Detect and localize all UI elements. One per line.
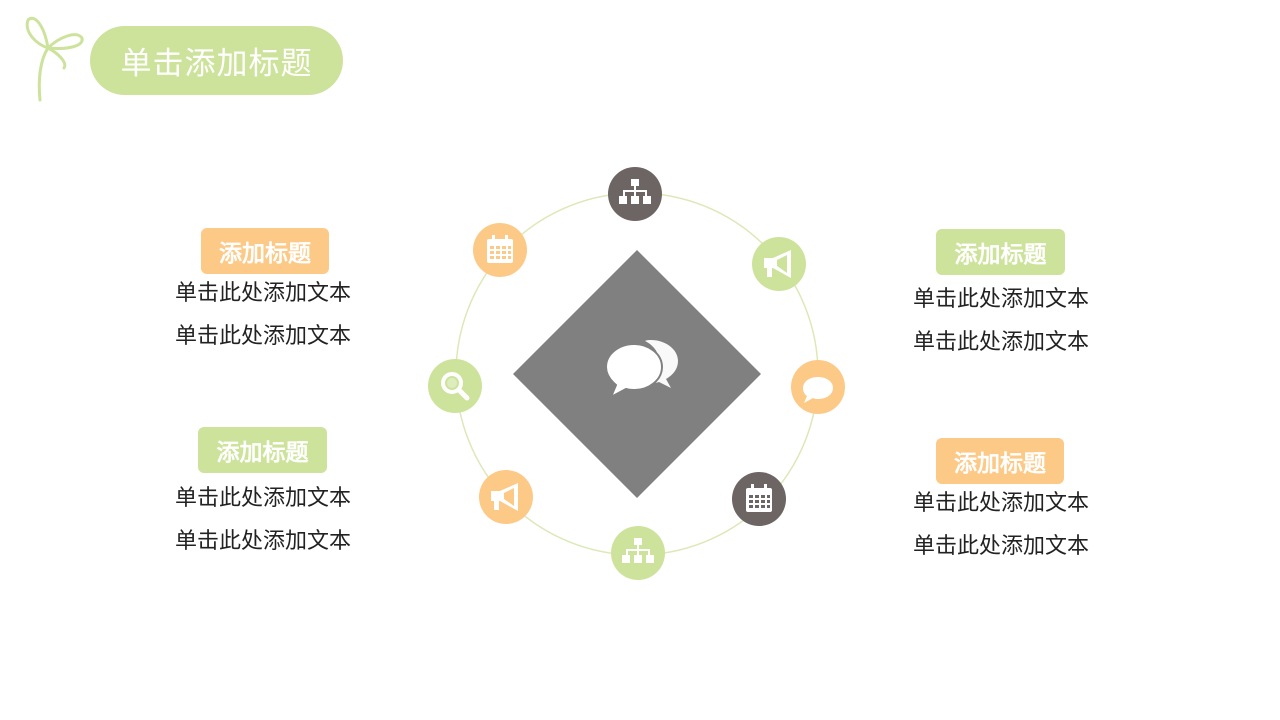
megaphone-icon [491, 483, 518, 511]
text-right-top-line-1[interactable]: 单击此处添加文本 [912, 287, 1089, 312]
ring-icon-megaphone-left [479, 470, 533, 524]
sprout-decoration [25, 16, 84, 102]
ring-icon-hierarchy-bottom [611, 526, 665, 580]
text-left-bottom-line-1[interactable]: 单击此处添加文本 [174, 486, 351, 511]
hierarchy-icon [619, 179, 651, 204]
calendar-icon [487, 235, 513, 263]
text-left-top-line-1[interactable]: 单击此处添加文本 [174, 281, 351, 306]
tag-right-bottom[interactable]: 添加标题 [936, 438, 1064, 484]
tag-right-top[interactable]: 添加标题 [936, 229, 1065, 275]
ring-icon-hierarchy-top [608, 167, 662, 221]
text-right-top-line-2[interactable]: 单击此处添加文本 [912, 330, 1089, 355]
ring-icon-calendar-right [732, 472, 786, 526]
text-left-top-line-2[interactable]: 单击此处添加文本 [174, 324, 351, 349]
tag-left-top[interactable]: 添加标题 [201, 228, 329, 274]
chat-bubbles-icon [604, 340, 678, 400]
megaphone-icon [764, 250, 791, 278]
hierarchy-icon [622, 538, 654, 563]
page-title[interactable]: 单击添加标题 [90, 26, 343, 95]
tag-left-bottom[interactable]: 添加标题 [198, 427, 327, 473]
text-left-bottom-line-2[interactable]: 单击此处添加文本 [174, 529, 351, 554]
ring-icon-search-left [428, 359, 482, 413]
text-right-bottom-line-2[interactable]: 单击此处添加文本 [912, 534, 1089, 559]
ring-icon-calendar-left [473, 223, 527, 277]
calendar-icon [746, 484, 772, 512]
ring-icon-megaphone-right [752, 237, 806, 291]
search-icon [441, 372, 470, 401]
text-right-bottom-line-1[interactable]: 单击此处添加文本 [912, 491, 1089, 516]
chat-bubble-icon [803, 377, 833, 403]
ring-icon-chat-right [791, 360, 845, 414]
